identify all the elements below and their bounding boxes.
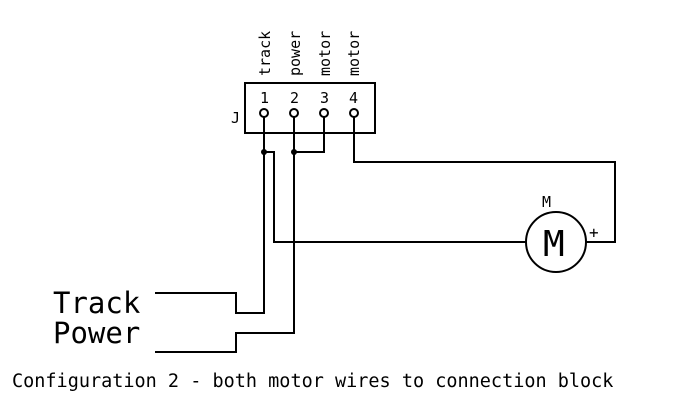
pin-label-3: motor — [316, 31, 334, 76]
pin-number-1: 1 — [260, 89, 269, 107]
wire-pin1-to-motor — [264, 151, 526, 243]
power-label: Power — [53, 316, 140, 350]
junction-dot — [291, 149, 297, 155]
motor-glyph: M — [543, 224, 565, 265]
pin-terminal-1 — [259, 108, 269, 118]
track-label: Track — [53, 286, 141, 320]
wire-pin3-to-power — [294, 117, 325, 153]
diagram-caption: Configuration 2 - both motor wires to co… — [12, 371, 613, 392]
pin-label-4: motor — [345, 31, 363, 76]
motor-symbol — [525, 211, 587, 273]
motor-polarity: + — [589, 223, 599, 242]
pin-label-1: track — [256, 31, 274, 76]
pin-number-2: 2 — [290, 89, 299, 107]
connector-block — [244, 82, 376, 134]
wire-track — [155, 117, 265, 314]
wire-pin4-to-motor-plus — [353, 117, 616, 243]
wire-power — [155, 117, 295, 353]
pin-terminal-3 — [319, 108, 329, 118]
pin-number-4: 4 — [349, 89, 358, 107]
motor-designator: M — [542, 193, 551, 211]
pin-terminal-4 — [349, 108, 359, 118]
pin-label-2: power — [286, 31, 304, 76]
junction-dot — [261, 149, 267, 155]
pin-terminal-2 — [289, 108, 299, 118]
connector-designator: J — [231, 109, 240, 127]
pin-number-3: 3 — [320, 89, 329, 107]
